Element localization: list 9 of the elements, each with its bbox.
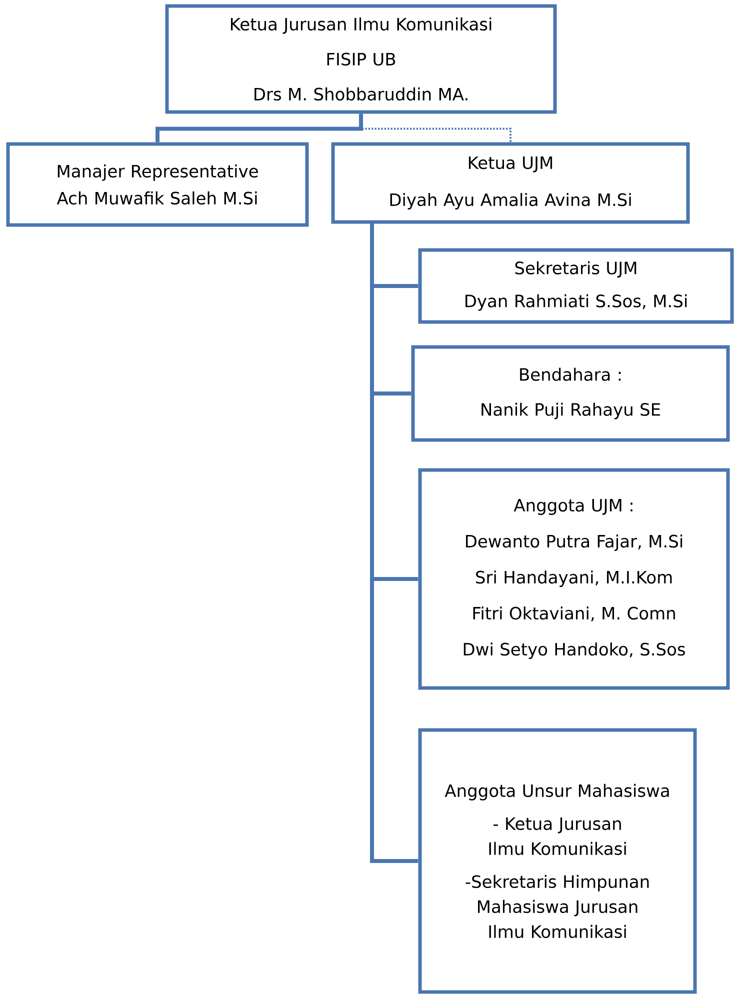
org-box: Sekretaris UJM Dyan Rahmiati S.Sos, M.Si [418,248,734,324]
org-box: Anggota UJM : Dewanto Putra Fajar, M.Si Sri Handayani, M.I.Kom Fitri Oktaviani, M. Comn Dwi Setyo Handoko, S.Sos [418,468,730,690]
org-box: Manajer Representative Ach Muwafik Saleh M.Si [6,142,309,227]
org-box: Anggota Unsur Mahasiswa - Ketua Jurusan Ilmu Komunikasi -Sekretaris Himpunan Mahasiswa Jurusan Ilmu Komunikasi [418,728,697,994]
org-box: Bendahara : Nanik Puji Rahayu SE [411,345,730,442]
connector-line [370,224,418,863]
org-box: Ketua Jurusan Ilmu Komunikasi FISIP UB Drs M. Shobbaruddin MA. [165,4,557,114]
org-box: Ketua UJM Diyah Ayu Amalia Avina M.Si [331,142,690,224]
connector-line [156,114,363,142]
